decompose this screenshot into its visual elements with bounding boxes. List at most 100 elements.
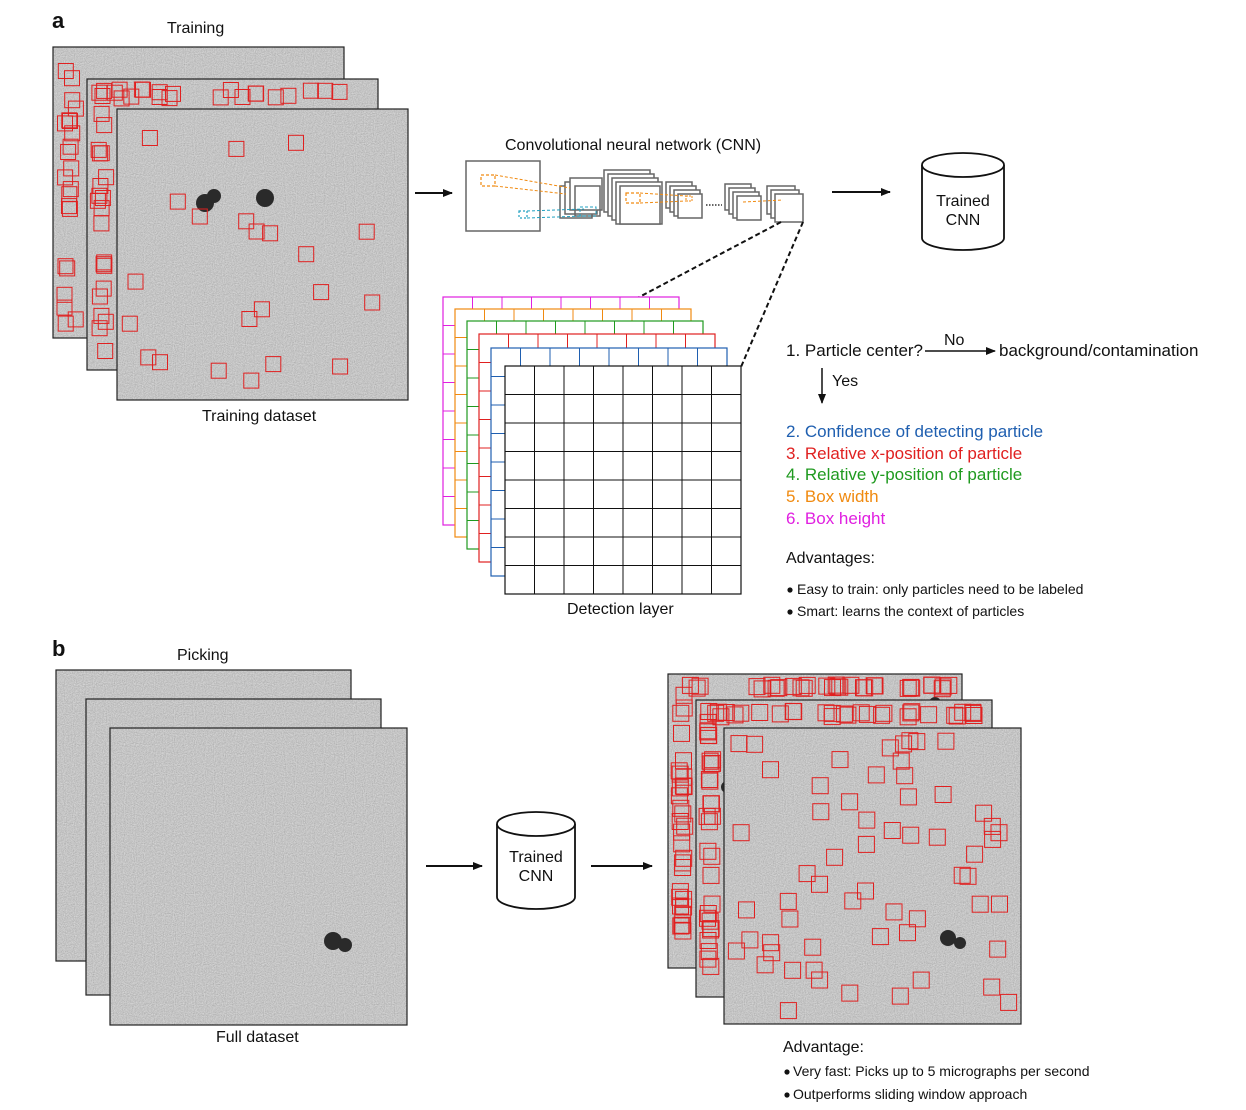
particle-box [63,160,80,177]
particle-box [113,90,130,107]
particle-box [700,703,718,720]
particle-box [228,140,245,157]
particle-box [672,799,690,817]
no-label: No [944,332,965,349]
particle-box [867,766,885,784]
particle-box [727,942,745,960]
yes-label: Yes [832,373,859,390]
particle-box [966,845,984,863]
particle-box [798,676,816,694]
particle-box [835,705,853,723]
particle-box [699,909,716,927]
particle-box [699,723,717,741]
particle-box [302,82,319,99]
particle-box [98,169,115,186]
particle-box [267,89,284,106]
zoom-line-right [740,221,804,368]
particle-box [97,343,114,359]
particle-box [990,824,1008,842]
trained-cnn-label-b-line2: CNN [518,868,554,885]
particle-box [975,804,993,822]
particle-box [812,803,830,821]
particle-box [671,813,689,830]
particle-box [141,130,158,146]
particle-box [817,704,835,722]
particle-box [332,358,349,375]
particle-box [811,777,829,795]
particle-box [741,931,759,949]
trained-cnn-cylinder-b [496,811,576,910]
particle-box [738,901,755,919]
particle-box [672,917,690,935]
particle-box [709,703,727,721]
particle-box [671,888,689,906]
particle-box [671,765,689,783]
particle-box [965,707,983,724]
particle-box [732,824,750,842]
particle-box [222,82,239,98]
particle-box [672,897,689,915]
particle-box [881,739,899,757]
particle-box [248,85,265,102]
particle-box [866,677,884,695]
training-title: Training [167,20,225,37]
bullet-b-1 [784,1069,790,1075]
particle-box [673,916,691,934]
particle-box [96,254,113,271]
cnn-conv-block-1 [559,177,603,219]
particle-box [161,90,178,107]
particle-box [784,677,802,695]
particle-box [732,704,750,722]
particle-box [62,138,79,155]
trained-cnn-label-a-line1: Trained [936,193,990,210]
picking-title: Picking [177,647,229,664]
particle-box [991,895,1008,913]
training-micrograph-stack [52,46,409,401]
particle-box [726,706,744,724]
particle-box [61,112,78,129]
particle-box [671,779,689,797]
particle-box [700,813,718,831]
particle-box [56,299,73,316]
particle-box [64,92,81,109]
detection-layer-grids [442,296,742,595]
particle-box [95,280,112,297]
particle-box [691,677,709,695]
particle-box [243,372,260,389]
particle-box [699,932,717,949]
particle-box [912,971,930,989]
particle-box [96,117,113,134]
particle-box [901,732,919,750]
particle-box [61,186,78,203]
particle-box [762,934,780,952]
particle-box [702,920,720,938]
particle-box [964,704,982,722]
particle-box [140,349,157,366]
particle-box [920,706,938,724]
particle-box [703,807,721,825]
particle-box [940,676,958,694]
particle-box [688,679,706,697]
particle-box [954,703,972,721]
particle-box [902,678,920,696]
particle-box [676,817,694,835]
cnn-conv-block-2 [603,169,663,225]
particle-box [59,260,76,277]
particle-box [857,882,874,900]
advantage-b-1: Very fast: Picks up to 5 micrographs per… [793,1063,1090,1079]
particle-box [823,704,841,722]
cnn-output-item: 5. Box width [786,487,879,507]
particle-box [91,320,108,337]
particle-box [852,704,870,722]
particle-box [858,811,876,829]
trained-cnn-label-b-line1: Trained [509,849,563,866]
particle-box [97,313,114,330]
particle-box [57,169,74,186]
particle-box [827,676,845,694]
particle-box [871,928,889,946]
particle-box [288,134,304,151]
cnn-output-layer [766,185,804,223]
particle-box [751,704,769,721]
question-particle-center: 1. Particle center? [786,341,924,360]
